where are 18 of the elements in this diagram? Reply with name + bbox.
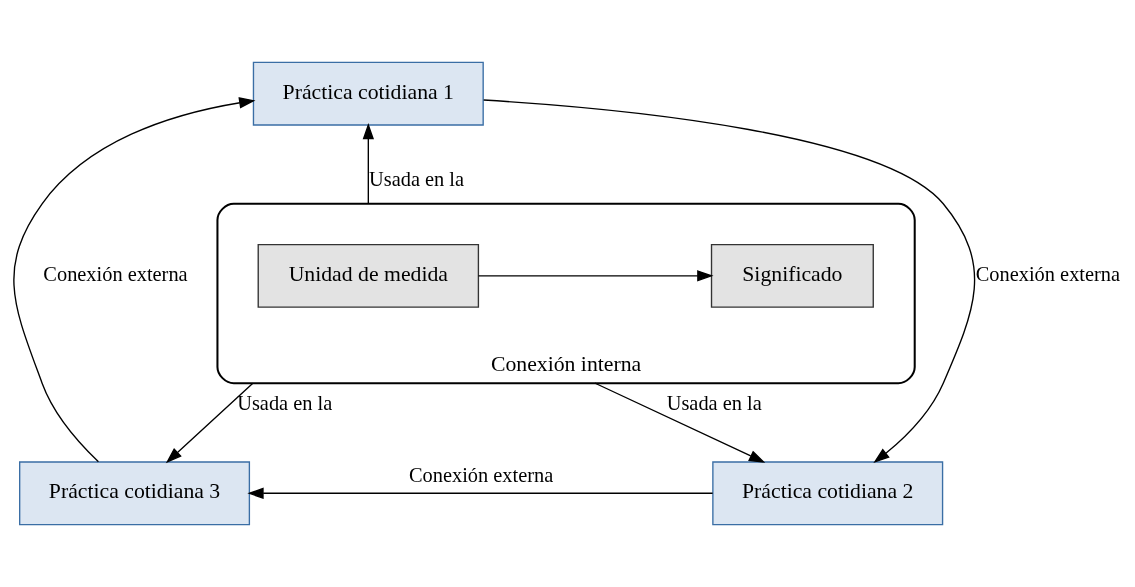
node-box: Significado	[710, 243, 874, 308]
arrow	[165, 382, 254, 464]
edge-label: Conexión externa	[43, 262, 188, 285]
node-box: Práctica cotidiana 1	[252, 61, 484, 126]
edge-label: Conexión externa	[975, 262, 1121, 285]
node-box: Práctica cotidiana 2	[712, 461, 944, 526]
arrow	[247, 487, 714, 499]
arrow	[477, 270, 714, 282]
node-box: Unidad de medida	[257, 243, 480, 308]
arrow	[483, 99, 976, 464]
edge-label: Usada en la	[237, 392, 333, 415]
edge-label: Usada en la	[369, 168, 465, 191]
arrow	[362, 123, 375, 205]
arrow	[594, 382, 766, 463]
arrow	[13, 97, 256, 463]
edge-label: Conexión externa	[408, 464, 554, 487]
node-box: Práctica cotidiana 3	[19, 461, 251, 526]
edge-label: Usada en la	[666, 392, 762, 415]
